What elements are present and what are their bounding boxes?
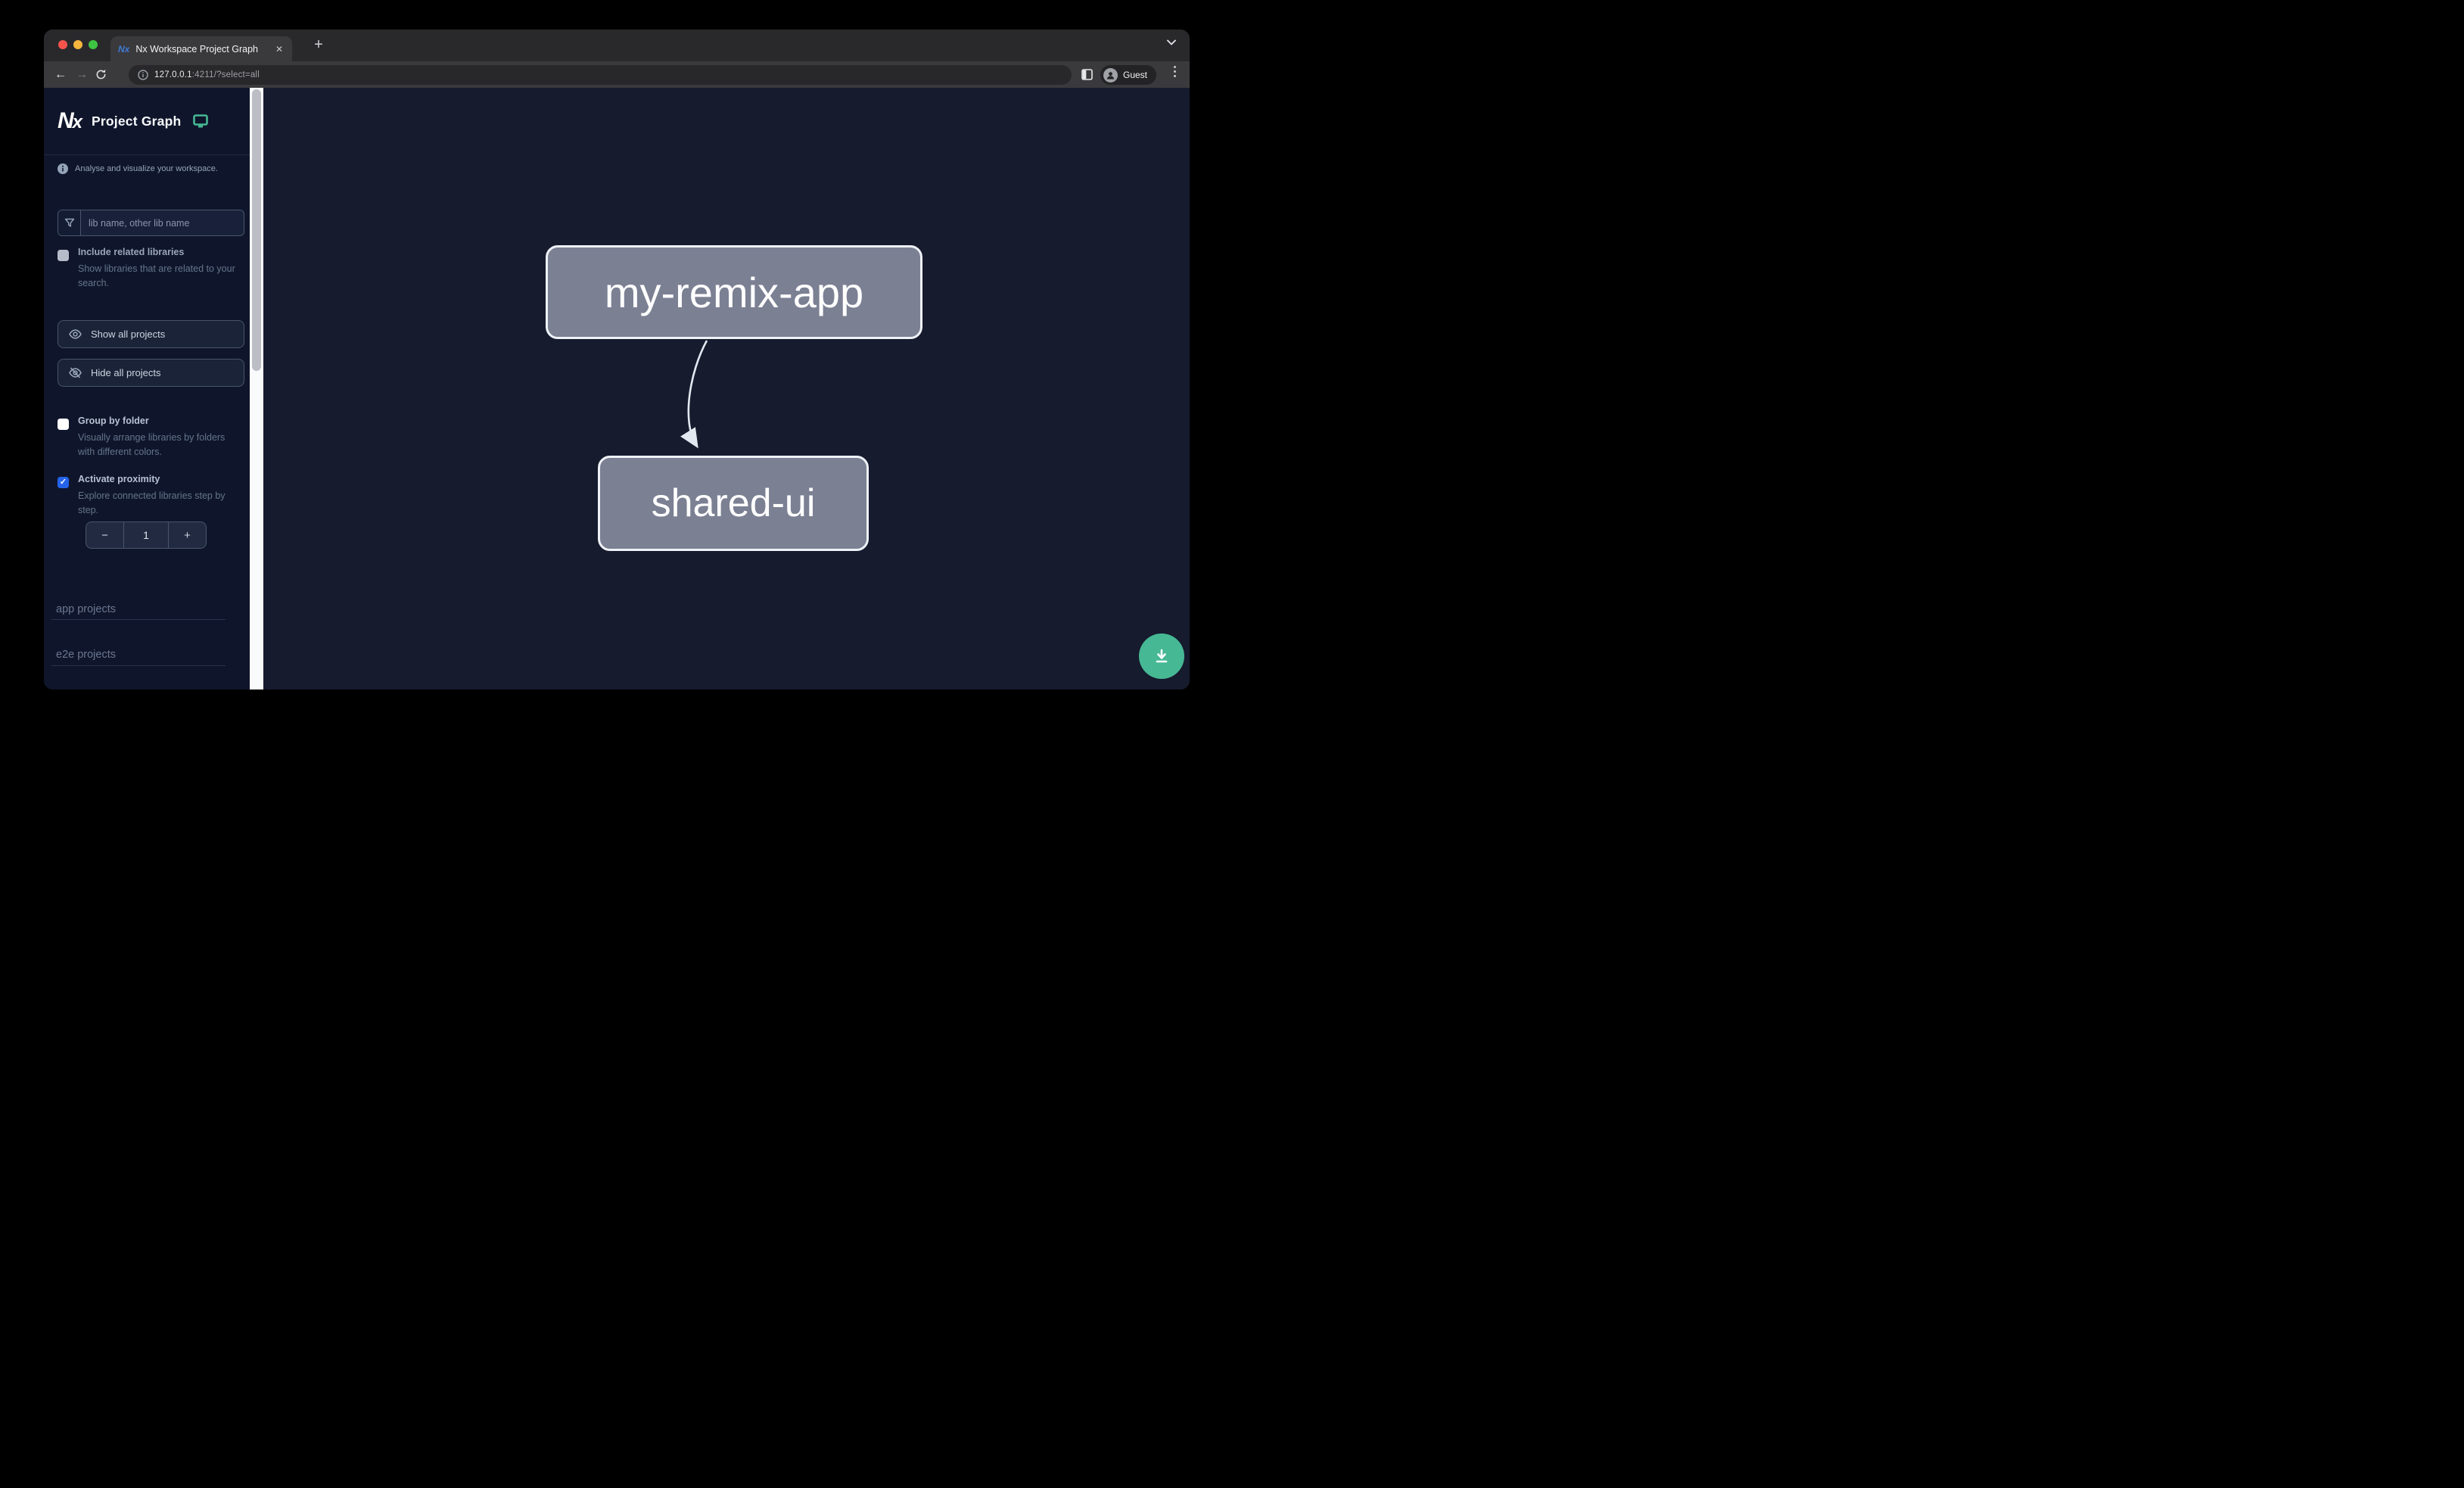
chevron-down-icon[interactable] — [1167, 39, 1176, 45]
browser-menu-icon[interactable] — [1174, 66, 1176, 77]
search-input[interactable] — [81, 210, 244, 235]
section-e2e-projects: e2e projects — [56, 649, 116, 661]
include-related-checkbox[interactable] — [58, 250, 69, 261]
graph-canvas[interactable]: my-remix-app shared-ui — [263, 88, 1190, 690]
group-by-folder-checkbox[interactable] — [58, 419, 69, 430]
show-all-projects-button[interactable]: Show all projects — [58, 320, 244, 348]
reload-button[interactable] — [95, 69, 117, 80]
back-button[interactable]: ← — [54, 67, 67, 81]
activate-proximity-label[interactable]: Activate proximity — [78, 474, 160, 484]
tab-close-icon[interactable]: ✕ — [275, 43, 283, 54]
dependency-edge — [680, 340, 708, 449]
divider — [51, 665, 226, 666]
monitor-icon[interactable] — [193, 114, 209, 129]
tab-strip: Nx Nx Workspace Project Graph ✕ + — [44, 30, 1190, 61]
activate-proximity-description: Explore connected libraries step by step… — [78, 490, 226, 515]
browser-toolbar: ← → 127.0.0.1:4211/?select=all Guest — [44, 61, 1190, 88]
sidebar: Nx Project Graph Analyse and visualize y… — [44, 88, 250, 690]
nx-logo: Nx — [58, 108, 82, 133]
side-panel-icon[interactable] — [1081, 69, 1093, 80]
eye-off-icon — [69, 367, 82, 378]
url-text: 127.0.0.1:4211/?select=all — [154, 70, 260, 79]
url-path: :4211/?select=all — [191, 70, 260, 79]
stepper-value: 1 — [123, 522, 169, 548]
increment-button[interactable]: + — [184, 528, 191, 542]
section-app-projects: app projects — [56, 603, 116, 615]
scrollbar-thumb[interactable] — [252, 89, 261, 371]
address-bar[interactable]: 127.0.0.1:4211/?select=all — [129, 65, 1072, 85]
profile-button[interactable]: Guest — [1100, 65, 1156, 85]
include-related-description: Show libraries that are related to your … — [78, 263, 235, 288]
checkmark-icon: ✓ — [59, 478, 67, 487]
filter-icon — [58, 210, 81, 235]
proximity-stepper: − 1 + — [86, 521, 207, 549]
url-host: 127.0.0.1 — [154, 70, 192, 79]
node-shared-ui[interactable]: shared-ui — [598, 456, 869, 551]
info-icon[interactable] — [138, 70, 148, 80]
divider — [51, 619, 226, 620]
forward-button[interactable]: → — [76, 67, 88, 81]
browser-window: Nx Nx Workspace Project Graph ✕ + ← → 12… — [44, 30, 1190, 690]
download-icon — [1156, 649, 1168, 663]
tagline-text: Analyse and visualize your workspace. — [75, 164, 218, 173]
user-avatar-icon — [1103, 67, 1118, 82]
decrement-button[interactable]: − — [101, 528, 108, 542]
group-by-folder-label[interactable]: Group by folder — [78, 416, 149, 426]
sidebar-scrollbar[interactable] — [250, 88, 263, 690]
group-by-folder-description: Visually arrange libraries by folders wi… — [78, 432, 226, 457]
show-all-projects-label: Show all projects — [91, 328, 166, 340]
download-graph-button[interactable] — [1139, 633, 1184, 679]
node-my-remix-app[interactable]: my-remix-app — [546, 245, 922, 339]
close-window-button[interactable] — [58, 40, 67, 49]
tab-title: Nx Workspace Project Graph — [135, 43, 258, 54]
page-title: Project Graph — [92, 113, 182, 129]
hide-all-projects-label: Hide all projects — [91, 367, 161, 378]
activate-proximity-checkbox[interactable]: ✓ — [58, 477, 69, 488]
zoom-window-button[interactable] — [89, 40, 98, 49]
include-related-label[interactable]: Include related libraries — [78, 247, 185, 257]
minimize-window-button[interactable] — [73, 40, 82, 49]
sidebar-header: Nx Project Graph — [44, 88, 250, 155]
profile-label: Guest — [1122, 70, 1147, 80]
hide-all-projects-button[interactable]: Hide all projects — [58, 359, 244, 387]
search-box — [58, 210, 244, 236]
new-tab-button[interactable]: + — [314, 36, 323, 53]
nx-favicon-icon: Nx — [118, 43, 130, 54]
browser-tab[interactable]: Nx Nx Workspace Project Graph ✕ — [110, 36, 292, 61]
workspace-tagline: Analyse and visualize your workspace. — [58, 163, 218, 174]
window-controls — [58, 40, 98, 49]
eye-icon — [69, 329, 82, 339]
page-content: Nx Project Graph Analyse and visualize y… — [44, 88, 1190, 690]
info-icon — [58, 163, 68, 174]
